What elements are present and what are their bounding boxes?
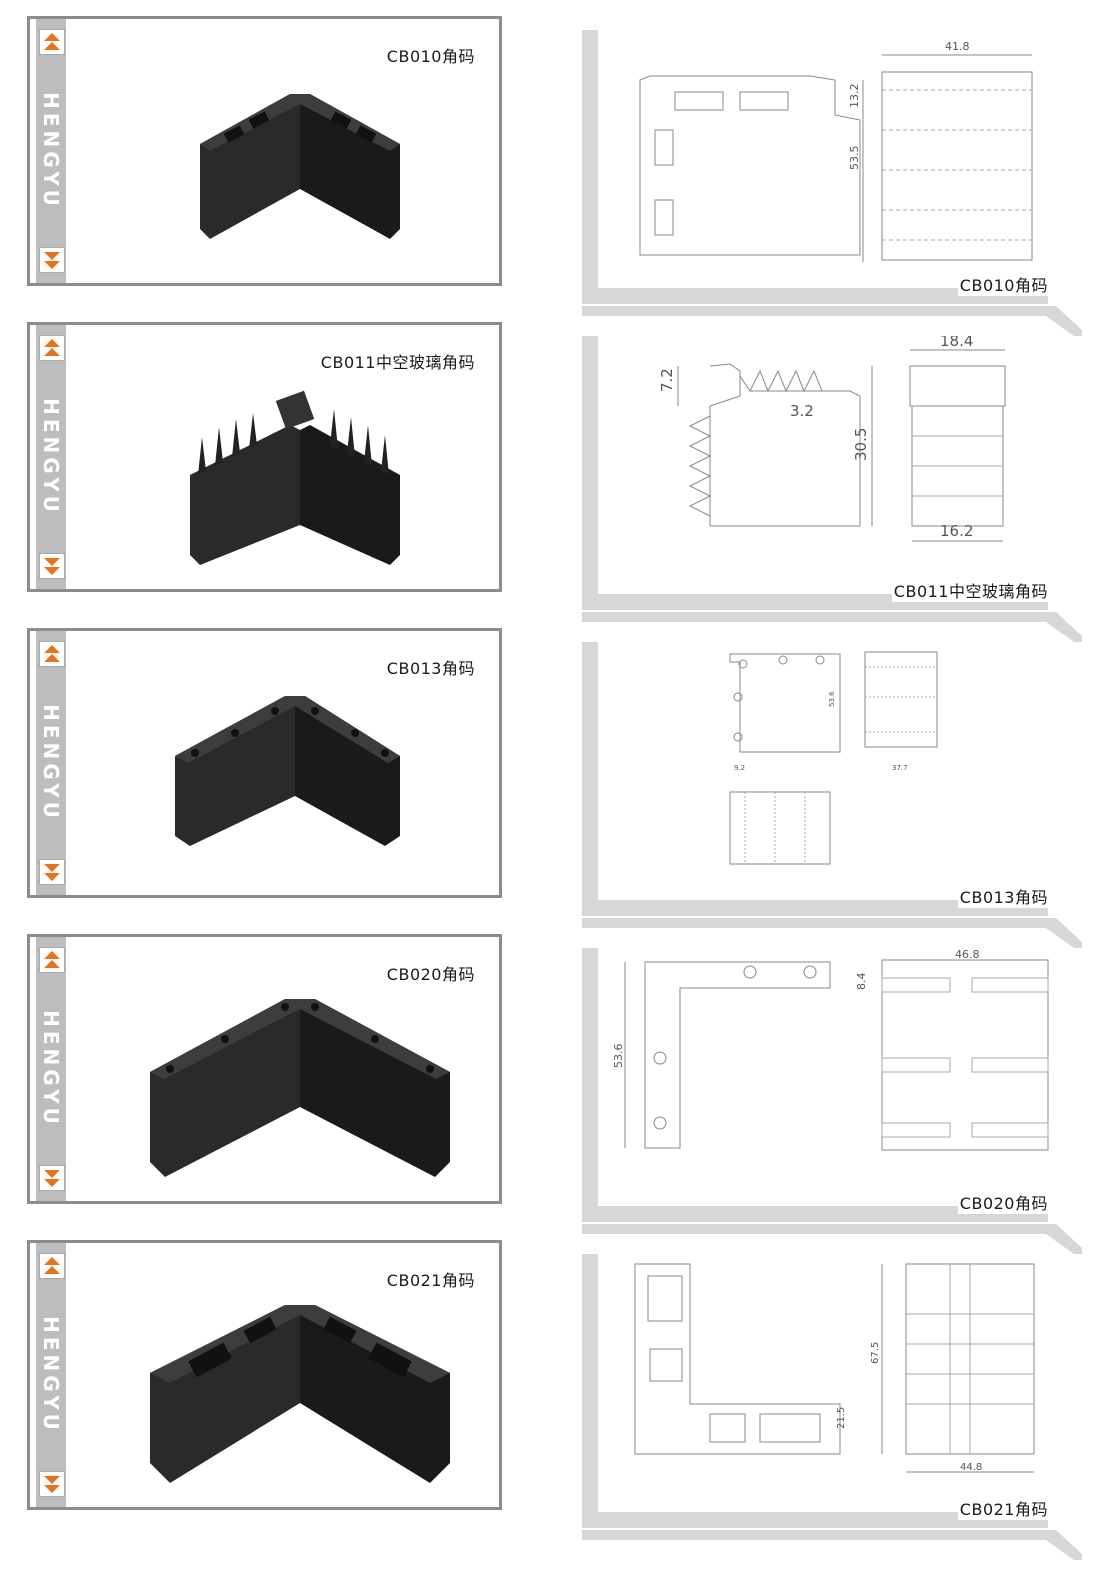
drawing-product-code: CB021角码 [957, 1496, 1050, 1520]
brand-strip: HENGYU [36, 1243, 66, 1507]
svg-text:7.2: 7.2 [658, 368, 676, 392]
technical-drawing-panel: 53.6 9.2 37.7 CB013角码 [580, 642, 1090, 948]
product-photo [200, 94, 400, 239]
svg-text:13.2: 13.2 [848, 84, 861, 109]
product-photo-card: HENGYU CB021角码 [27, 1240, 502, 1510]
brand-logo-text: HENGYU [39, 398, 63, 516]
svg-text:53.6: 53.6 [828, 691, 836, 707]
product-photo [150, 999, 450, 1177]
technical-drawing-panel: 67.5 21.5 44.8 CB021角码 [580, 1254, 1090, 1560]
svg-text:9.2: 9.2 [734, 764, 745, 772]
svg-text:44.8: 44.8 [960, 1462, 982, 1473]
brand-strip: HENGYU [36, 631, 66, 895]
svg-text:41.8: 41.8 [945, 40, 970, 53]
arrow-down-icon [39, 859, 65, 885]
product-row-cb021: HENGYU CB021角码 67.5 21.5 [0, 1240, 1118, 1560]
product-photo [150, 1305, 450, 1483]
svg-text:21.5: 21.5 [836, 1407, 847, 1429]
panel-frame [582, 1206, 1048, 1222]
panel-frame [582, 642, 598, 900]
panel-frame [582, 1254, 598, 1512]
panel-frame [582, 336, 598, 594]
product-photo-card: HENGYU CB011中空玻璃角码 [27, 322, 502, 592]
svg-text:53.5: 53.5 [848, 146, 861, 171]
product-code: CB011中空玻璃角码 [320, 353, 475, 372]
arrow-up-icon [39, 335, 65, 361]
brand-strip: HENGYU [36, 325, 66, 589]
product-photo [190, 390, 400, 565]
drawing-product-code: CB010角码 [957, 272, 1050, 296]
product-row-cb011: HENGYU CB011中空玻璃角码 7.2 3.2 [0, 322, 1118, 642]
arrow-down-icon [39, 1165, 65, 1191]
cross-section-drawing: 7.2 3.2 30.5 18.4 16.2 [658, 336, 1006, 542]
divider-slant [1046, 306, 1082, 336]
technical-drawing-panel: 53.5 13.2 41.8 CB010角码 [580, 30, 1090, 336]
cross-section-drawing: 53.6 8.4 46.8 [612, 948, 1049, 1151]
drawing-product-code: CB013角码 [957, 884, 1050, 908]
svg-text:46.8: 46.8 [955, 948, 980, 961]
arrow-down-icon [39, 553, 65, 579]
product-code: CB021角码 [386, 1271, 475, 1290]
brand-logo-text: HENGYU [39, 704, 63, 822]
section-divider [582, 1224, 1048, 1234]
divider-slant [1046, 1530, 1082, 1560]
brand-logo-text: HENGYU [39, 1316, 63, 1434]
technical-drawing-panel: 7.2 3.2 30.5 18.4 16.2 CB011中空玻璃角码 [580, 336, 1090, 642]
product-photo-card: HENGYU CB013角码 [27, 628, 502, 898]
divider-slant [1046, 1224, 1082, 1254]
brand-strip: HENGYU [36, 19, 66, 283]
arrow-down-icon [39, 247, 65, 273]
section-divider [582, 306, 1048, 316]
section-divider [582, 612, 1048, 622]
svg-text:37.7: 37.7 [892, 764, 908, 772]
arrow-up-icon [39, 1253, 65, 1279]
brand-strip: HENGYU [36, 937, 66, 1201]
svg-text:53.6: 53.6 [612, 1044, 625, 1069]
product-code: CB020角码 [386, 965, 475, 984]
panel-frame [582, 1512, 1048, 1528]
svg-text:30.5: 30.5 [852, 428, 870, 461]
svg-text:67.5: 67.5 [870, 1342, 881, 1364]
arrow-up-icon [39, 29, 65, 55]
arrow-up-icon [39, 641, 65, 667]
cross-section-drawing: 53.5 13.2 41.8 [639, 40, 1033, 262]
panel-frame [582, 30, 598, 288]
divider-slant [1046, 612, 1082, 642]
svg-text:18.4: 18.4 [940, 336, 973, 350]
technical-drawing-panel: 53.6 8.4 46.8 CB020角码 [580, 948, 1090, 1254]
panel-frame [582, 948, 598, 1206]
section-divider [582, 918, 1048, 928]
product-row-cb020: HENGYU CB020角码 53.6 8.4 46.8 [0, 934, 1118, 1254]
divider-slant [1046, 918, 1082, 948]
drawing-product-code: CB011中空玻璃角码 [891, 578, 1050, 602]
product-photo [175, 696, 400, 846]
product-code: CB010角码 [386, 47, 475, 66]
svg-text:3.2: 3.2 [790, 402, 814, 420]
svg-text:8.4: 8.4 [855, 973, 868, 991]
product-photo-card: HENGYU CB020角码 [27, 934, 502, 1204]
svg-text:16.2: 16.2 [940, 522, 973, 540]
cross-section-drawing: 53.6 9.2 37.7 [729, 651, 938, 865]
cross-section-drawing: 67.5 21.5 44.8 [634, 1263, 1035, 1473]
drawing-product-code: CB020角码 [957, 1190, 1050, 1214]
product-photo-card: HENGYU CB010角码 [27, 16, 502, 286]
product-row-cb010: HENGYU CB010角码 53.5 13.2 [0, 16, 1118, 336]
section-divider [582, 1530, 1048, 1540]
arrow-down-icon [39, 1471, 65, 1497]
brand-logo-text: HENGYU [39, 92, 63, 210]
panel-frame [582, 900, 1048, 916]
panel-frame [582, 288, 1048, 304]
product-code: CB013角码 [386, 659, 475, 678]
brand-logo-text: HENGYU [39, 1010, 63, 1128]
product-row-cb013: HENGYU CB013角码 53.6 9.2 37.7 [0, 628, 1118, 948]
arrow-up-icon [39, 947, 65, 973]
